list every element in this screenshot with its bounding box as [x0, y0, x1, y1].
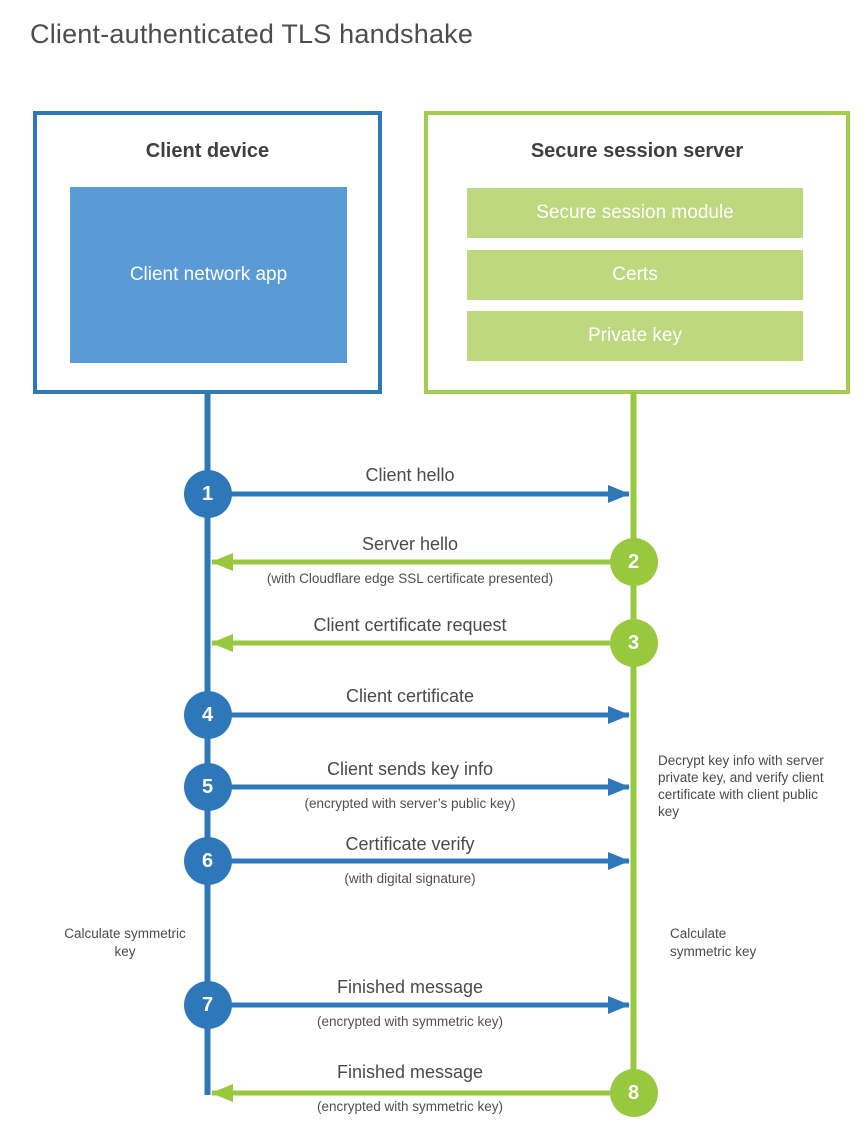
step-6-circle: 6: [183, 837, 232, 885]
step-7-text: Finished message: [336, 977, 484, 997]
step-7-circle: 7: [183, 981, 232, 1029]
step-5-label: Client sends key info (encrypted with se…: [210, 759, 610, 811]
step-3-circle: 3: [609, 619, 658, 667]
server-module-certs: Certs: [467, 250, 803, 300]
step-4-circle: 4: [183, 691, 232, 739]
step-5-subtext: (encrypted with server’s public key): [304, 796, 516, 811]
step-1-label: Client hello: [210, 465, 610, 486]
step-2-circle: 2: [609, 538, 658, 586]
step-6-subtext: (with digital signature): [344, 871, 476, 886]
client-network-app-box: Client network app: [70, 187, 347, 363]
step-3-label: Client certificate request: [210, 615, 610, 636]
step-4-text: Client certificate: [345, 686, 475, 706]
step-8-text: Finished message: [336, 1062, 484, 1082]
server-decrypt-note: Decrypt key info with server private key…: [658, 753, 824, 819]
step-6-label: Certificate verify (with digital signatu…: [210, 834, 610, 886]
step-8-label: Finished message (encrypted with symmetr…: [210, 1062, 610, 1114]
step-1-text: Client hello: [365, 465, 455, 485]
step-3-text: Client certificate request: [313, 615, 507, 635]
step-2-label: Server hello (with Cloudflare edge SSL c…: [210, 534, 610, 586]
server-calculate-symmetric-key-note: Calculate symmetric key: [670, 926, 757, 959]
step-7-label: Finished message (encrypted with symmetr…: [210, 977, 610, 1029]
server-module-private-key: Private key: [467, 311, 803, 361]
step-2-text: Server hello: [361, 534, 459, 554]
server-module-secure-session: Secure session module: [467, 188, 803, 238]
step-2-subtext: (with Cloudflare edge SSL certificate pr…: [266, 571, 554, 586]
secure-session-server-title: Secure session server: [530, 140, 744, 162]
step-8-circle: 8: [609, 1069, 658, 1117]
client-calculate-symmetric-key-note: Calculate symmetric key: [64, 926, 186, 959]
client-device-title: Client device: [145, 140, 270, 162]
step-8-subtext: (encrypted with symmetric key): [316, 1099, 504, 1114]
step-5-text: Client sends key info: [326, 759, 494, 779]
step-6-text: Certificate verify: [345, 834, 475, 854]
page-title: Client-authenticated TLS handshake: [30, 19, 474, 49]
step-4-label: Client certificate: [210, 686, 610, 707]
step-1-circle: 1: [183, 470, 232, 518]
step-5-circle: 5: [183, 763, 232, 811]
step-7-subtext: (encrypted with symmetric key): [316, 1014, 504, 1029]
